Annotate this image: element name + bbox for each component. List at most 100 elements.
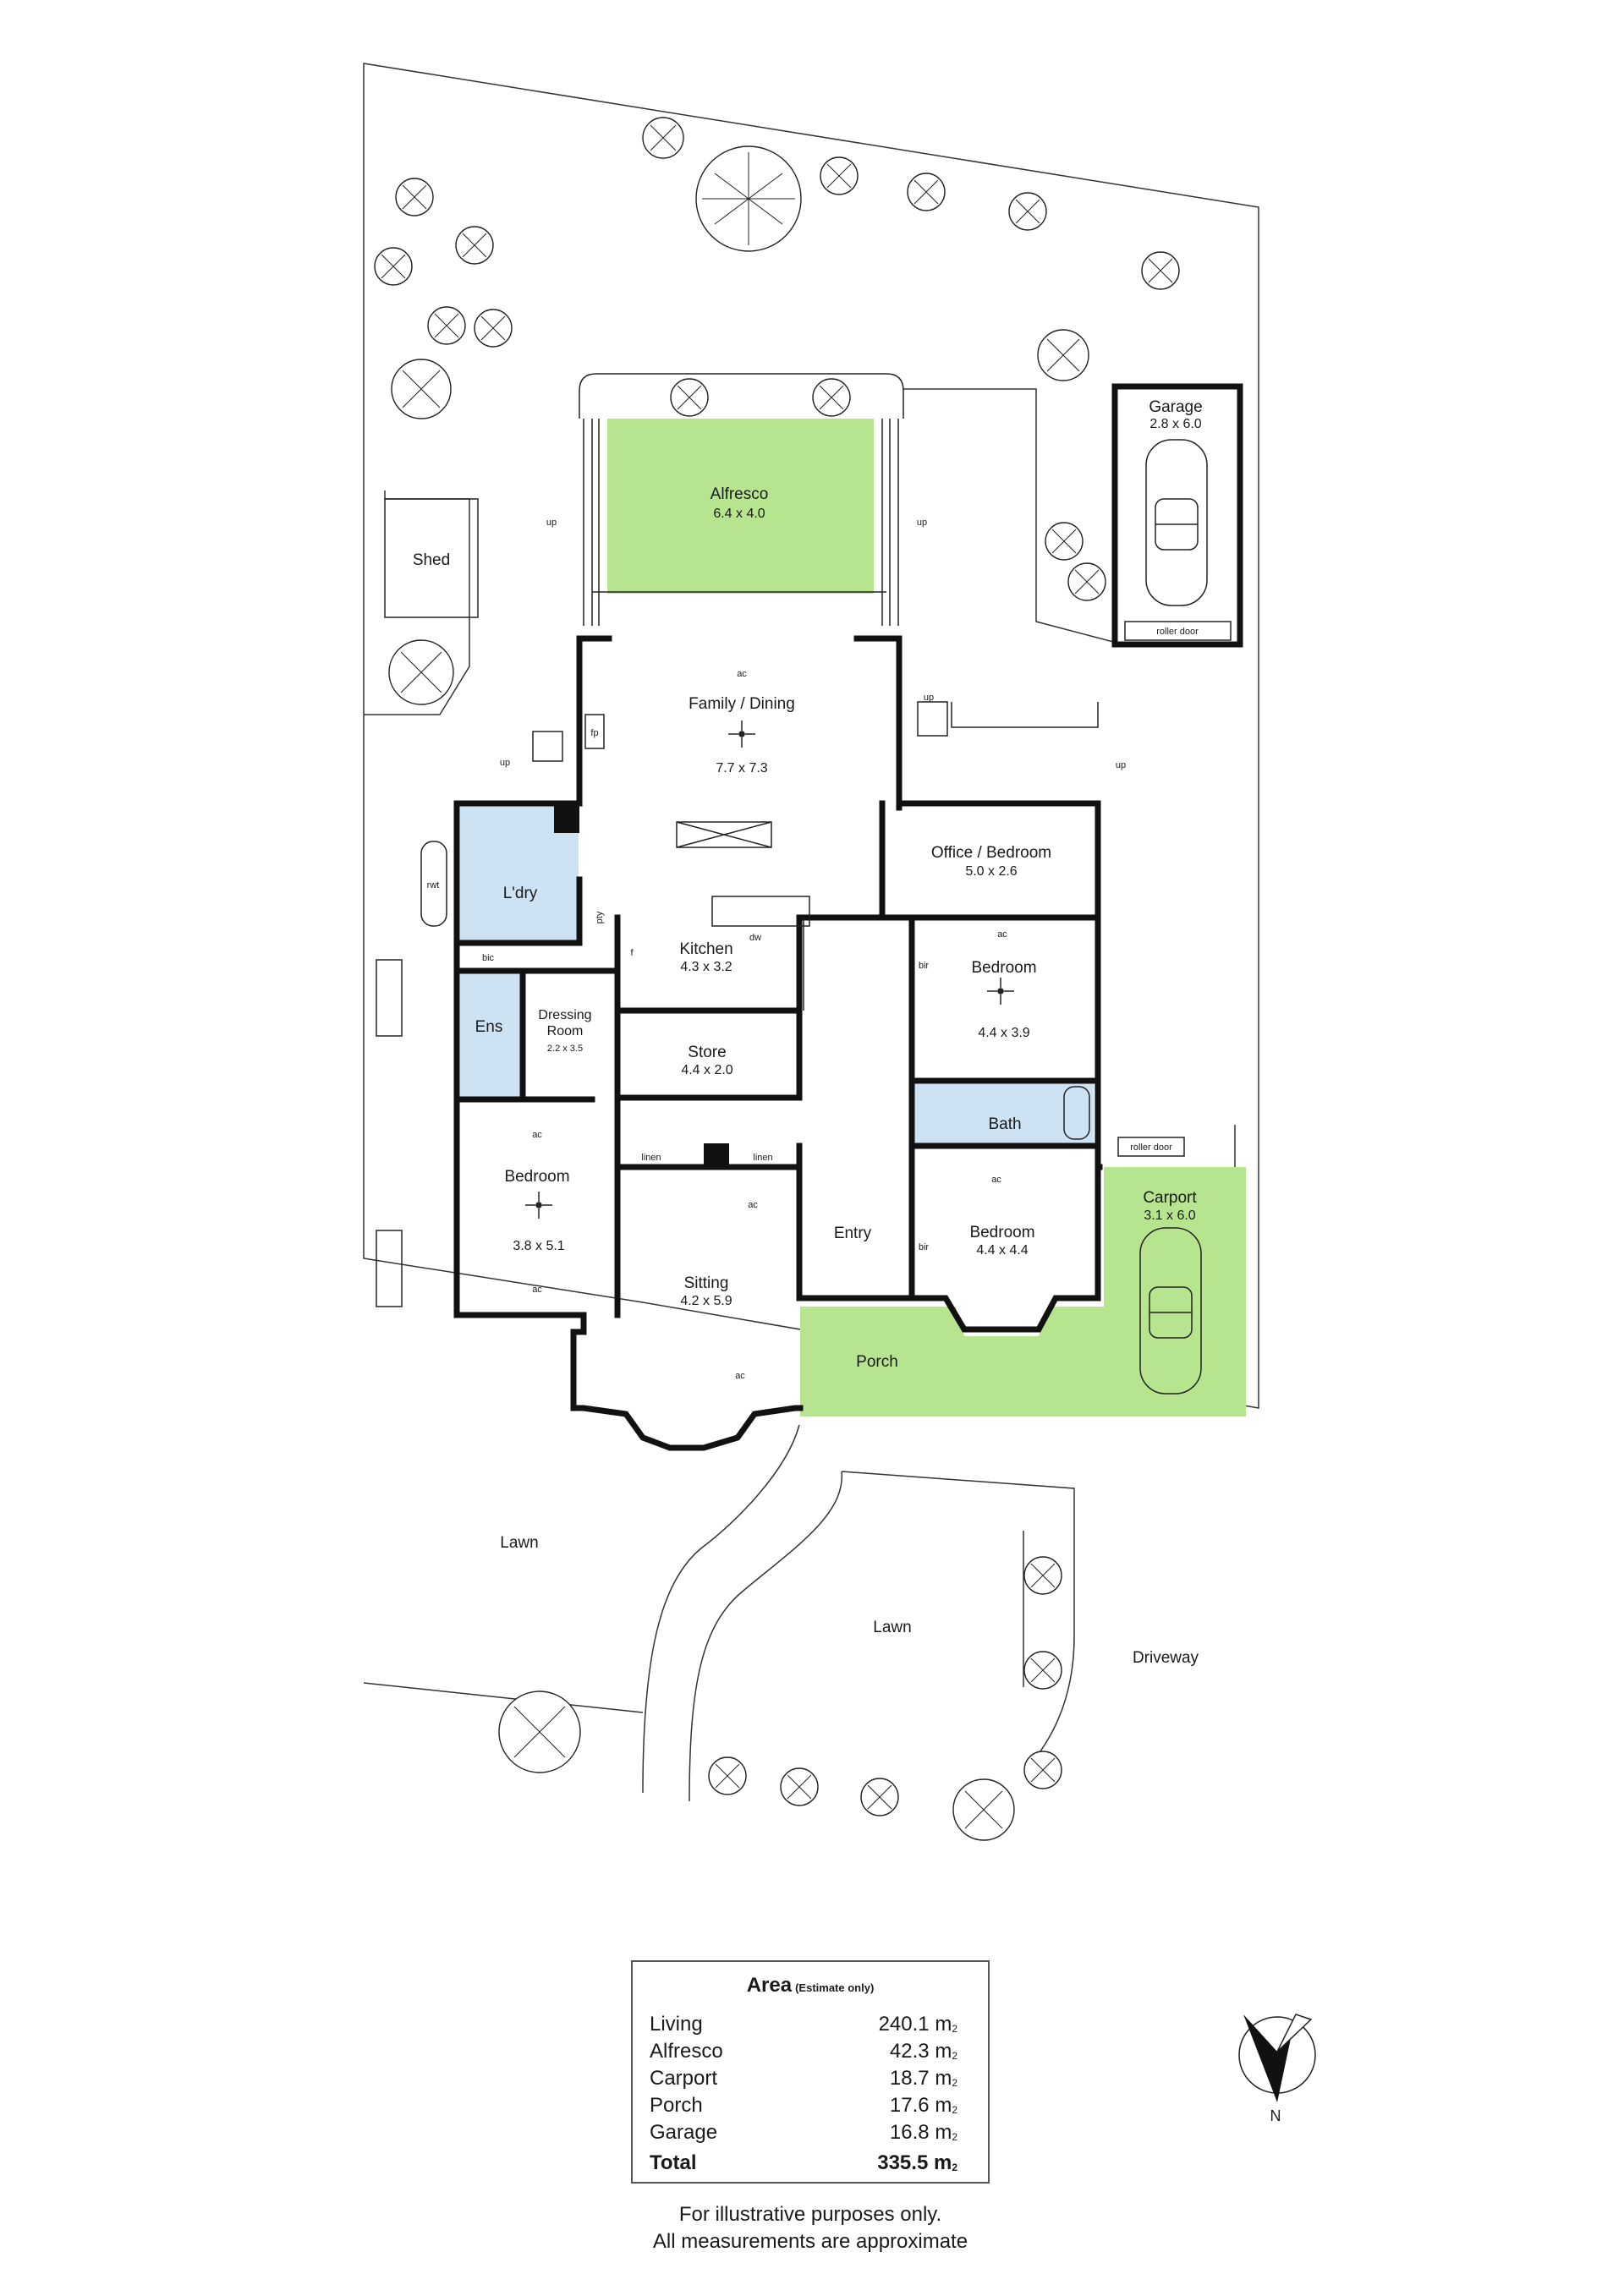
tree-icons: [374, 117, 1180, 1841]
rwt-label: rwt: [427, 880, 440, 890]
tree-icon: [1023, 1751, 1062, 1789]
tree-icon: [708, 1756, 747, 1795]
tree-icon: [1037, 329, 1089, 381]
area-row-value: 17.6 m2: [889, 2094, 957, 2117]
tree-icon: [474, 309, 513, 348]
carport-label: Carport: [1143, 1189, 1197, 1207]
bir-label: bir: [919, 1242, 930, 1252]
lawn-divider: [363, 1682, 644, 1713]
area-row-value: 16.8 m2: [889, 2121, 957, 2144]
tree-icon: [780, 1767, 819, 1806]
bir-label: bir: [919, 961, 930, 971]
fireplace: [584, 714, 605, 749]
area-row-name: Alfresco: [650, 2040, 723, 2063]
area-row: Garage 16.8 m2: [650, 2121, 957, 2146]
tree-icon: [670, 378, 709, 417]
rear-fence-east: [903, 388, 1117, 644]
ensuite-area: [460, 973, 523, 1099]
alfresco-label: Alfresco: [710, 485, 769, 503]
bedroom-ne-label: Bedroom: [971, 959, 1036, 977]
disclaimer-line1: For illustrative purposes only.: [678, 2203, 942, 2226]
tree-icon: [498, 1690, 581, 1773]
area-row-value: 42.3 m2: [889, 2040, 957, 2063]
bath-label: Bath: [988, 1115, 1021, 1133]
area-row: Carport 18.7 m2: [650, 2067, 957, 2092]
ceiling-fan-icon: [525, 1192, 552, 1219]
compass-label: N: [1270, 2107, 1281, 2124]
f-label: f: [630, 948, 634, 958]
ac-label: ac: [748, 1200, 758, 1210]
office-bedroom-dims: 5.0 x 2.6: [965, 864, 1017, 879]
area-row: Living 240.1 m2: [650, 2013, 957, 2038]
tree-icon: [1023, 1556, 1062, 1595]
tree-icon: [427, 306, 466, 345]
area-row: Alfresco 42.3 m2: [650, 2040, 957, 2065]
office-bedroom-label: Office / Bedroom: [931, 844, 1051, 862]
garden-path: [642, 1424, 800, 1794]
tree-icon: [1023, 1651, 1062, 1690]
tree-icon: [695, 145, 802, 252]
family-dining-dims: 7.7 x 7.3: [716, 761, 767, 775]
bedroom-w-label: Bedroom: [504, 1168, 569, 1186]
carport-dims: 3.1 x 6.0: [1144, 1208, 1195, 1223]
ac-label: ac: [532, 1285, 542, 1295]
area-row-value: 18.7 m2: [889, 2067, 957, 2090]
up-label: up: [546, 518, 557, 528]
ac-label: ac: [735, 1371, 745, 1381]
bedroom-se-dims: 4.4 x 4.4: [976, 1243, 1028, 1258]
tree-icon: [820, 156, 859, 195]
skylight: [676, 821, 772, 848]
bic-label: bic: [482, 953, 495, 963]
alfresco-pergola: [579, 373, 904, 419]
rainwater-tank: [420, 841, 447, 927]
area-row-name: Garage: [650, 2121, 718, 2144]
ensuite-label: Ens: [475, 1018, 503, 1036]
up-label: up: [917, 518, 927, 528]
room-labels: Garage 2.8 x 6.0 roller door Alfresco 6.…: [413, 398, 1203, 1667]
tree-icon: [388, 639, 454, 705]
tree-icon: [374, 247, 413, 286]
kitchen-dims: 4.3 x 3.2: [680, 960, 732, 974]
shed-label: Shed: [413, 551, 450, 569]
tree-icon: [860, 1778, 899, 1817]
house-walls: [453, 635, 1103, 1451]
up-label: up: [924, 693, 934, 703]
family-dining-label: Family / Dining: [689, 695, 795, 713]
tree-icon: [952, 1778, 1015, 1841]
ceiling-fan-icon: [728, 721, 755, 748]
entry-label: Entry: [834, 1225, 872, 1242]
lawn-w-label: Lawn: [500, 1534, 538, 1552]
dressing-label-line1: Dressing: [538, 1008, 591, 1022]
tree-icon: [642, 117, 684, 159]
ac-label: ac: [991, 1175, 1001, 1185]
fixture-labels: up up up up up fp rwt bic bir bir linen …: [427, 518, 1126, 1381]
ac-label: ac: [997, 929, 1007, 940]
car-icon: [1145, 439, 1208, 606]
tree-icon: [391, 359, 452, 419]
lawn-e-label: Lawn: [873, 1619, 911, 1636]
sitting-dims: 4.2 x 5.9: [680, 1294, 732, 1308]
store-label: Store: [688, 1044, 726, 1061]
ceiling-fan-icons: [525, 721, 1014, 1219]
area-total-row: Total 335.5 m2: [650, 2151, 957, 2177]
bedroom-se-label: Bedroom: [969, 1224, 1034, 1241]
area-row: Porch 17.6 m2: [650, 2094, 957, 2119]
bath-area: [912, 1081, 1094, 1144]
car-icon: [1139, 1227, 1202, 1395]
ceiling-fan-icon: [987, 978, 1014, 1005]
kitchen-island: [711, 896, 810, 927]
garage-label: Garage: [1149, 398, 1202, 416]
garage-roller-door: roller door: [1156, 627, 1199, 637]
area-note: (Estimate only): [795, 1981, 875, 1994]
area-total-name: Total: [650, 2151, 697, 2174]
ac-label: ac: [737, 669, 747, 679]
tree-icon: [1008, 192, 1047, 231]
up-label: up: [1116, 760, 1126, 770]
west-fence: [364, 490, 470, 715]
area-row-name: Porch: [650, 2094, 703, 2117]
linen-label: linen: [641, 1153, 661, 1163]
dressing-label-line2: Room: [547, 1024, 584, 1038]
fp-label: fp: [590, 728, 598, 738]
tree-icon: [1067, 562, 1106, 601]
